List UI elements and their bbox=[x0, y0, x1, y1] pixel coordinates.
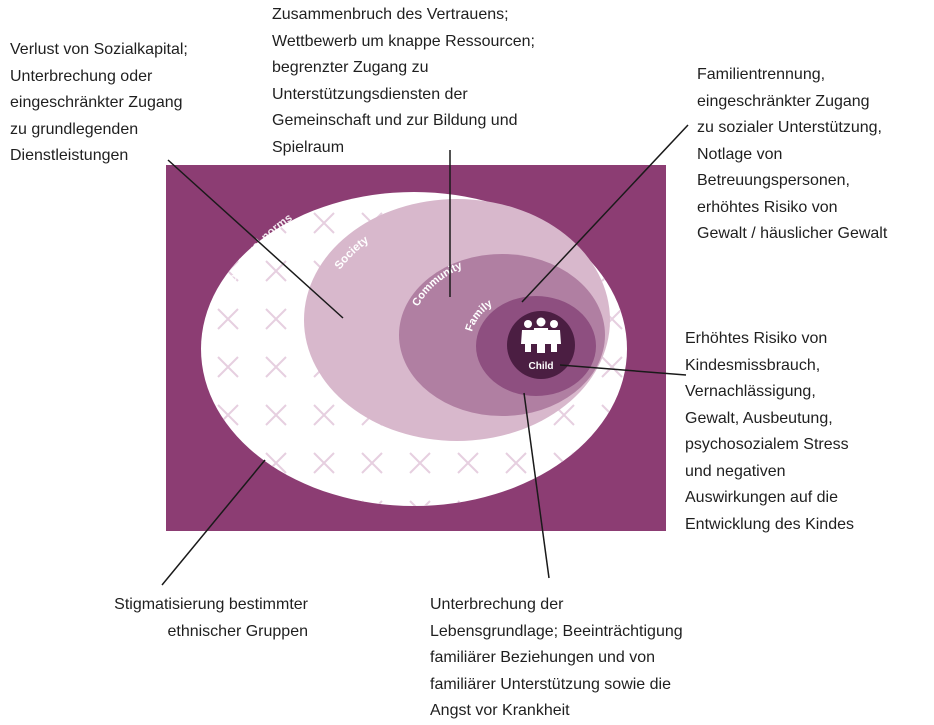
annotation-sociocultural-norms: Stigmatisierung bestimmter ethnischer Gr… bbox=[114, 596, 308, 640]
connector-family-livelihood bbox=[523, 392, 550, 579]
connector-child bbox=[559, 364, 687, 376]
connector-family bbox=[521, 124, 689, 303]
three-children-figures-icon bbox=[521, 317, 561, 353]
annotation-family-livelihood: Unterbrechung der Lebensgrundlage; Beein… bbox=[430, 596, 683, 719]
annotation-child: Erhöhtes Risiko von Kindesmissbrauch, Ve… bbox=[685, 330, 854, 533]
annotation-society: Verlust von Sozialkapital; Unterbrechung… bbox=[10, 41, 188, 164]
annotation-family: Familientrennung, eingeschränkter Zugang… bbox=[697, 66, 888, 242]
connector-society bbox=[167, 159, 344, 319]
annotation-community: Zusammenbruch des Vertrauens; Wettbewerb… bbox=[272, 6, 535, 156]
connector-sociocultural bbox=[161, 459, 266, 586]
connector-lines bbox=[161, 124, 689, 586]
child-label: Child bbox=[529, 361, 554, 372]
